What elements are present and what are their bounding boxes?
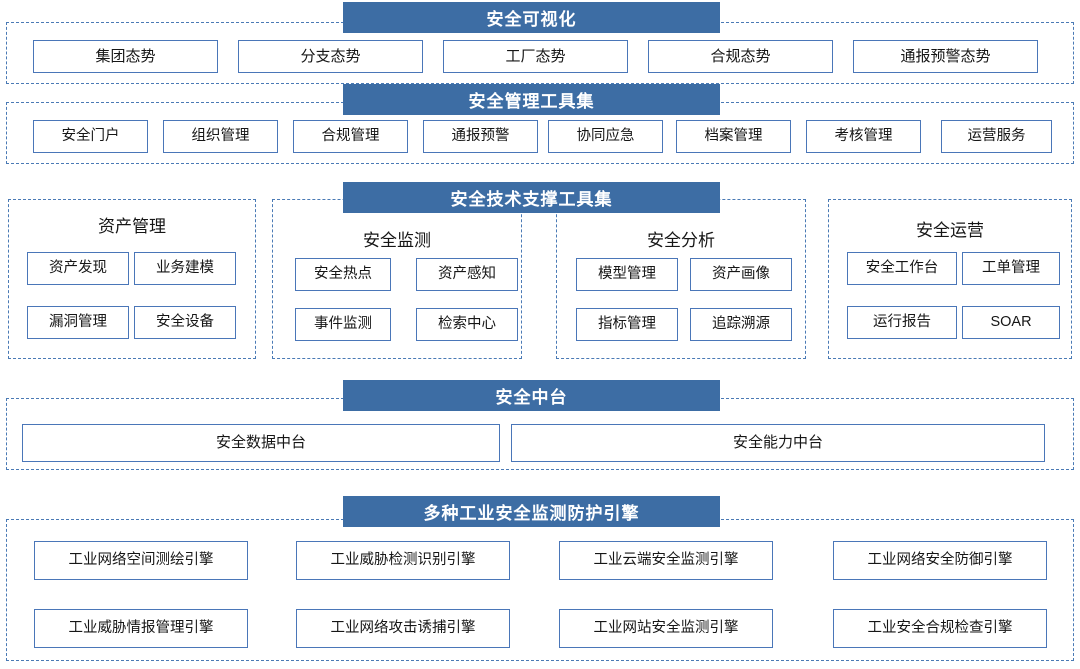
box-engine-0[interactable]: 工业网络空间测绘引擎: [34, 541, 248, 580]
box-monitoring-2[interactable]: 事件监测: [295, 308, 391, 341]
box-operations-2[interactable]: 运行报告: [847, 306, 957, 339]
box-management-3[interactable]: 通报预警: [423, 120, 538, 153]
box-monitoring-0[interactable]: 安全热点: [295, 258, 391, 291]
box-management-6[interactable]: 考核管理: [806, 120, 921, 153]
section-mid-platform-banner: 安全中台: [343, 380, 720, 411]
box-engine-6[interactable]: 工业网站安全监测引擎: [559, 609, 773, 648]
panel-title-security-monitoring: 安全监测: [363, 231, 431, 250]
section-management-tools-banner: 安全管理工具集: [343, 84, 720, 115]
box-operations-1[interactable]: 工单管理: [962, 252, 1060, 285]
box-engine-5[interactable]: 工业网络攻击诱捕引擎: [296, 609, 510, 648]
box-visualization-3[interactable]: 合规态势: [648, 40, 833, 73]
panel-security-operations: [828, 199, 1072, 359]
box-management-2[interactable]: 合规管理: [293, 120, 408, 153]
box-asset-3[interactable]: 安全设备: [134, 306, 236, 339]
box-engine-4[interactable]: 工业威胁情报管理引擎: [34, 609, 248, 648]
box-analysis-2[interactable]: 指标管理: [576, 308, 678, 341]
panel-title-security-analysis: 安全分析: [647, 231, 715, 250]
section-visualization-banner: 安全可视化: [343, 2, 720, 33]
box-engine-1[interactable]: 工业威胁检测识别引擎: [296, 541, 510, 580]
box-visualization-2[interactable]: 工厂态势: [443, 40, 628, 73]
box-midplatform-0[interactable]: 安全数据中台: [22, 424, 500, 462]
box-asset-1[interactable]: 业务建模: [134, 252, 236, 285]
box-engine-7[interactable]: 工业安全合规检查引擎: [833, 609, 1047, 648]
box-operations-0[interactable]: 安全工作台: [847, 252, 957, 285]
box-management-5[interactable]: 档案管理: [676, 120, 791, 153]
box-monitoring-1[interactable]: 资产感知: [416, 258, 518, 291]
box-analysis-0[interactable]: 模型管理: [576, 258, 678, 291]
box-visualization-1[interactable]: 分支态势: [238, 40, 423, 73]
box-asset-0[interactable]: 资产发现: [27, 252, 129, 285]
panel-asset-management: [8, 199, 256, 359]
box-management-1[interactable]: 组织管理: [163, 120, 278, 153]
box-management-7[interactable]: 运营服务: [941, 120, 1052, 153]
box-operations-3[interactable]: SOAR: [962, 306, 1060, 339]
box-midplatform-1[interactable]: 安全能力中台: [511, 424, 1045, 462]
box-engine-2[interactable]: 工业云端安全监测引擎: [559, 541, 773, 580]
panel-title-security-operations: 安全运营: [916, 221, 984, 240]
box-analysis-3[interactable]: 追踪溯源: [690, 308, 792, 341]
box-management-4[interactable]: 协同应急: [548, 120, 663, 153]
box-visualization-0[interactable]: 集团态势: [33, 40, 218, 73]
box-engine-3[interactable]: 工业网络安全防御引擎: [833, 541, 1047, 580]
box-analysis-1[interactable]: 资产画像: [690, 258, 792, 291]
section-tech-support-banner: 安全技术支撑工具集: [343, 182, 720, 213]
section-industrial-engines-banner: 多种工业安全监测防护引擎: [343, 496, 720, 527]
panel-title-asset-management: 资产管理: [98, 217, 166, 236]
box-asset-2[interactable]: 漏洞管理: [27, 306, 129, 339]
box-visualization-4[interactable]: 通报预警态势: [853, 40, 1038, 73]
box-monitoring-3[interactable]: 检索中心: [416, 308, 518, 341]
box-management-0[interactable]: 安全门户: [33, 120, 148, 153]
